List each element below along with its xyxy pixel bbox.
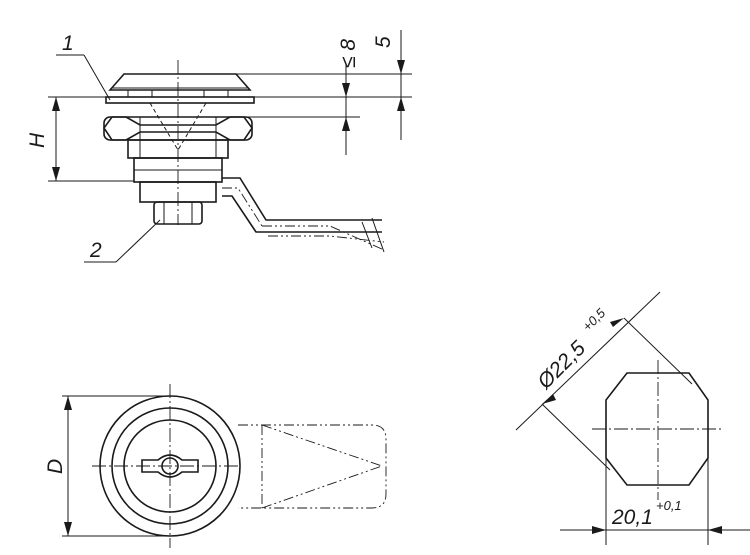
dimension-diameter: Ø22,5 +0,5 (533, 305, 609, 394)
dimension-h: H (26, 96, 134, 182)
callout-1: 1 (56, 32, 111, 101)
dim-max-thickness-label: ≤ 8 (337, 39, 360, 68)
dim-diameter-tolerance: +0,5 (580, 305, 609, 334)
dim-diameter-label: Ø22,5 (533, 337, 591, 395)
dimension-width: 20,1 +0,1 (611, 498, 682, 529)
callout-1-label: 1 (62, 32, 74, 55)
dim-5-label: 5 (372, 36, 395, 48)
dim-width-label: 20,1 (611, 506, 653, 529)
callout-2: 2 (84, 219, 161, 263)
dim-h-label: H (26, 132, 49, 148)
callout-2-label: 2 (89, 239, 102, 262)
dimension-d: D (44, 395, 170, 537)
side-view (103, 60, 385, 253)
front-view (92, 384, 387, 548)
dim-d-label: D (44, 459, 67, 474)
dim-width-tolerance: +0,1 (656, 498, 682, 513)
dimension-thickness: ≤ 8 5 (236, 30, 412, 155)
mounting-cutout (515, 291, 750, 545)
